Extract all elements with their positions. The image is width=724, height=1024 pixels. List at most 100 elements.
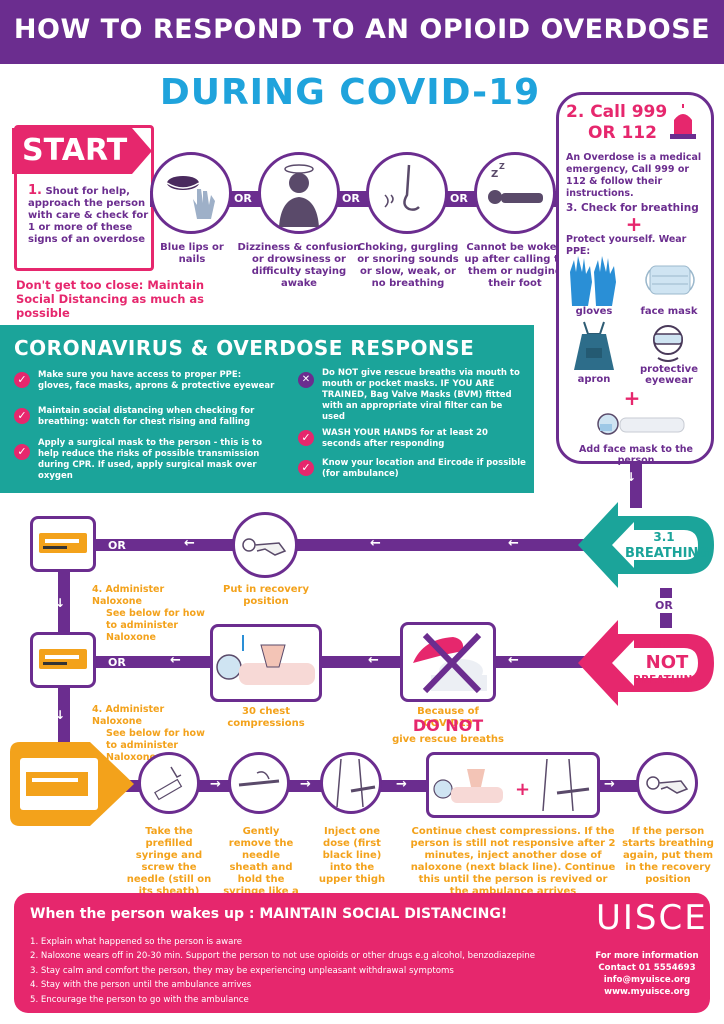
compressions-and-injection-icon: + — [433, 758, 590, 812]
or-label: OR — [450, 192, 468, 205]
step-text: Shout for help, approach the person with… — [28, 186, 149, 245]
plus-icon: + — [623, 386, 641, 410]
or-label-right: OR — [655, 598, 673, 613]
page-subtitle: DURING COVID-19 — [159, 72, 541, 113]
protect-text: Protect yourself. Wear PPE: — [566, 234, 687, 257]
header-bar — [0, 0, 724, 64]
or-label: OR — [234, 192, 252, 205]
sign-circle-dizzy — [258, 152, 340, 234]
call-text: An Overdose is a medical emergency, Call… — [566, 152, 702, 199]
covid-tip: Know your location and Eircode if possib… — [322, 458, 526, 479]
naloxone-sub: See below for how to administer Naloxone — [106, 728, 205, 763]
ppe-apron-label: apron — [577, 374, 611, 385]
left-connector — [58, 688, 70, 752]
compressions-box — [210, 624, 322, 702]
list-item: 4. Stay with the person until the ambula… — [30, 980, 252, 991]
recovery-position-icon — [242, 538, 287, 556]
start-label: START — [12, 128, 132, 174]
svg-text:+: + — [515, 779, 530, 800]
do-not-label: DO NOT — [412, 716, 484, 735]
naloxone-step-1: 4. Administer Naloxone See below for how… — [92, 584, 212, 644]
contact-email[interactable]: info@myuisce.org — [603, 975, 691, 985]
naloxone-kit-icon — [39, 533, 87, 553]
list-item: 3. Stay calm and comfort the person, the… — [30, 965, 454, 976]
naloxone-title: 4. Administer Naloxone — [92, 704, 165, 727]
eyewear-icon — [653, 325, 683, 362]
contact-website[interactable]: www.myuisce.org — [604, 987, 690, 997]
contact-info: For more information Contact 01 5554693 … — [586, 950, 708, 998]
breathing-label: BREATHING — [625, 546, 709, 561]
arrow-left-icon: ← — [368, 653, 379, 668]
step-caption-4: Continue chest compressions. If the pers… — [410, 826, 616, 897]
wakes-up-title: When the person wakes up : MAINTAIN SOCI… — [30, 906, 508, 922]
or-label: OR — [342, 192, 360, 205]
step-circle-5 — [636, 752, 698, 814]
covid-tip: WASH YOUR HANDS for at least 20 seconds … — [322, 428, 488, 449]
or-label: OR — [108, 656, 126, 669]
cross-icon: ✕ — [298, 372, 314, 388]
ppe-gloves-label: gloves — [575, 306, 613, 317]
covid-tip: Make sure you have access to proper PPE:… — [38, 370, 275, 391]
gloves-icon — [570, 256, 616, 306]
dizzy-person-icon — [279, 164, 319, 227]
check-icon: ✓ — [298, 430, 314, 446]
naloxone-sub: See below for how to administer Naloxone — [106, 608, 205, 643]
call-title: 2. Call 999 OR 112 — [566, 102, 667, 144]
no-breaths-box — [400, 622, 496, 702]
covid-line: Because of COVID19 — [417, 706, 479, 729]
not-breathing-label: BREATHING — [633, 674, 701, 686]
wakes-up-section — [14, 893, 710, 1013]
arrow-left-icon: ← — [184, 536, 195, 551]
siren-icon — [670, 104, 696, 139]
check-icon: ✓ — [298, 460, 314, 476]
sign-caption-sleeping: Cannot be woken up after calling to them… — [464, 242, 566, 289]
arrow-right-icon: → — [604, 777, 615, 792]
no-breaths-caption: give rescue breaths — [392, 734, 504, 745]
start-step-text: 1. Shout for help, approach the person w… — [28, 183, 150, 246]
nose-breath-icon — [384, 164, 420, 211]
wakes-up-list: 1. Explain what happened so the person i… — [30, 935, 535, 1007]
face-mask-icon — [645, 265, 695, 295]
arrow-left-icon: ← — [508, 536, 519, 551]
social-distance-warning: Don't get too close: Maintain Social Dis… — [16, 278, 205, 320]
call-title-line1: 2. Call 999 — [566, 102, 668, 122]
ppe-eyewear-label: protective eyewear — [640, 364, 698, 386]
start-arrow-icon — [132, 128, 152, 174]
contact-more-info: For more information — [595, 951, 699, 961]
coronavirus-section — [0, 325, 534, 493]
chest-compressions-icon — [216, 635, 315, 685]
person-with-mask-icon — [597, 413, 685, 435]
not-breathing-arrow-shape — [578, 620, 714, 706]
coronavirus-title: CORONAVIRUS & OVERDOSE RESPONSE — [14, 336, 475, 360]
not-breathing-connector — [56, 656, 616, 668]
naloxone-box-1 — [30, 516, 96, 572]
ppe-mask-label: face mask — [640, 306, 698, 317]
sign-caption-breathing: Choking, gurgling or snoring sounds or s… — [357, 242, 459, 289]
list-item: 2. Naloxone wears off in 20-30 min. Supp… — [30, 951, 536, 962]
naloxone-box-2 — [30, 632, 96, 688]
lips-hand-icon — [166, 176, 215, 219]
svg-text:Z: Z — [491, 169, 498, 180]
arrow-down-icon: ↓ — [626, 470, 637, 484]
arrow-right-icon: → — [210, 777, 221, 792]
step-caption-1: Take the prefilled syringe and screw the… — [126, 826, 212, 897]
naloxone-step-2: 4. Administer Naloxone See below for how… — [92, 704, 212, 764]
connector-corner — [630, 488, 642, 508]
sleeping-person-icon: Z Z — [488, 162, 543, 204]
call-title-line2: OR 112 — [588, 123, 657, 143]
column-connector — [630, 464, 642, 490]
list-item: 5. Encourage the person to go with the a… — [30, 994, 249, 1005]
sign-caption-lips: Blue lips or nails — [160, 242, 224, 265]
step-number: 1. — [28, 183, 42, 198]
arrow-right-icon: → — [396, 777, 407, 792]
sign-caption-dizzy: Dizziness & confusion or drowsiness or d… — [237, 242, 361, 289]
no-rescue-breaths-icon — [413, 632, 487, 694]
arrow-left-icon: ← — [170, 653, 181, 668]
breathing-arrow-shape — [578, 502, 714, 588]
apron-icon — [574, 321, 614, 370]
uisce-logo: UISCE — [596, 898, 708, 938]
step-circle-3 — [320, 752, 382, 814]
arrow-down-icon: ↓ — [55, 708, 66, 722]
arrow-down-icon: ↓ — [55, 596, 66, 610]
thigh-injection-icon — [336, 758, 376, 808]
